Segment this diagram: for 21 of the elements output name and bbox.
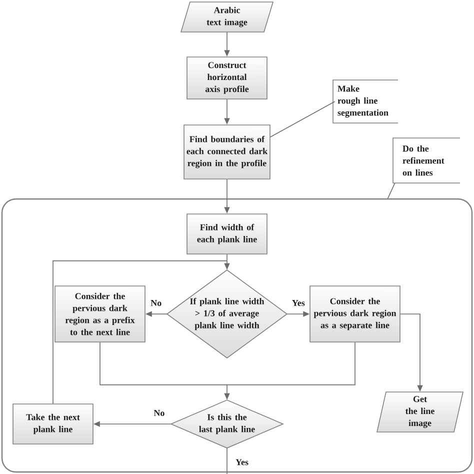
process-box: Take the next plank line [12,404,94,444]
connector-line [226,448,228,474]
leader-line [387,182,396,199]
process-box: Find boundaries of each connected dark region in the profile [184,124,270,180]
connector-line [226,254,228,262]
process-box: Consider the pervious dark region as a separate line [310,286,400,342]
group-frame [1,198,473,473]
leader-line [270,101,336,138]
edge-label: No [150,299,163,307]
process-box: Find width of each plank line [186,214,268,254]
process-box: Construct horizontal axis profile [186,56,268,100]
edge-label: Yes [234,458,250,466]
edge-label: Yes [290,299,306,307]
connector-line [226,342,356,386]
parallelogram-box: Get the line image [376,392,464,432]
callout-box: Do the refinement on lines [392,138,460,184]
process-box: Consider the pervious dark region as a prefix to the next line [54,286,146,342]
edge-label: No [152,409,166,417]
connector-line [52,260,228,404]
connector-line [100,342,228,386]
callout-box: Make rough line segmentation [332,80,398,124]
